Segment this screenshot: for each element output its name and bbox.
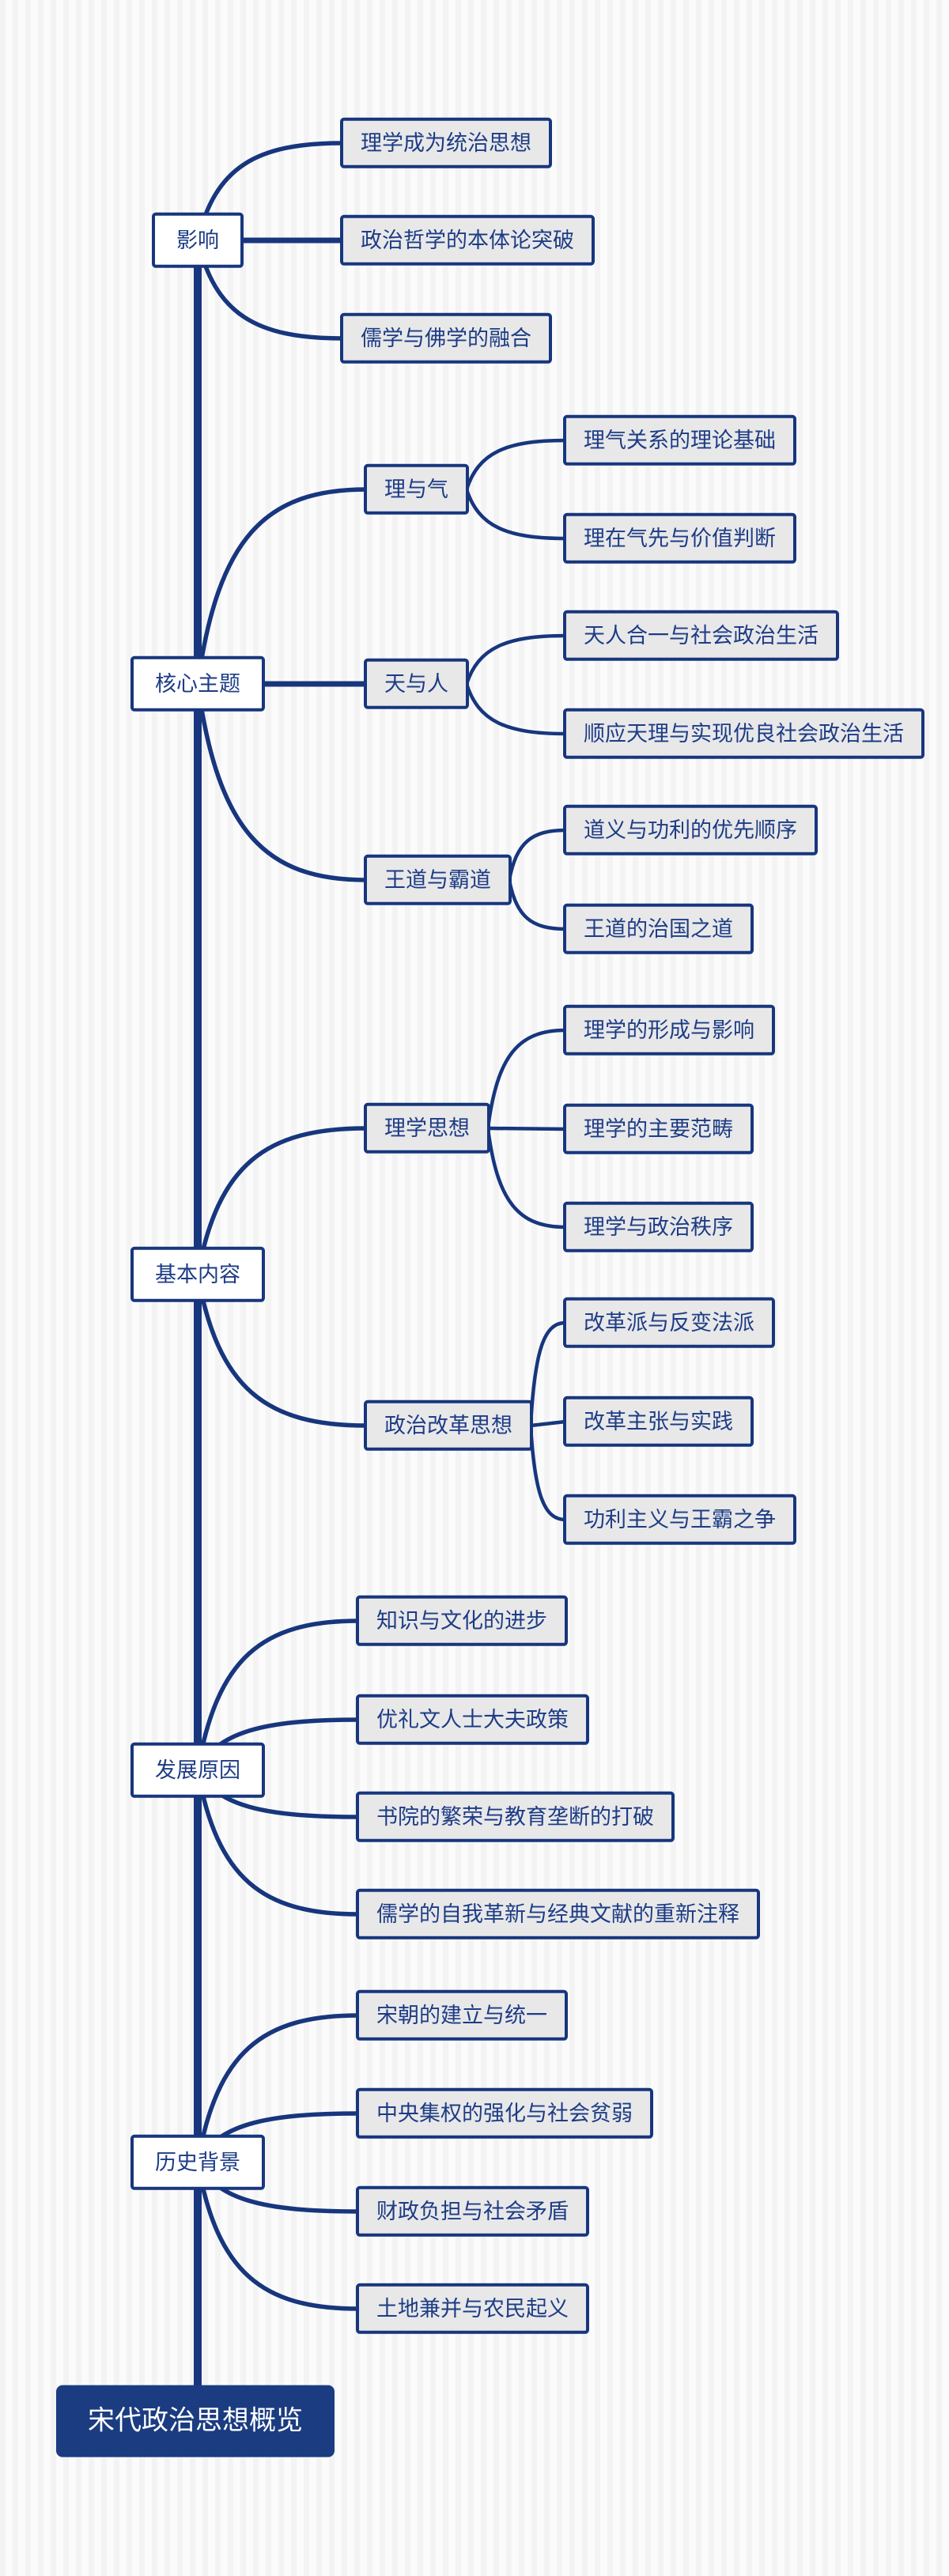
connector-hexin-wangdao bbox=[195, 682, 369, 882]
mindmap-node-lq2[interactable]: 理在气先与价值判断 bbox=[563, 512, 796, 565]
mindmap-node-wangdao[interactable]: 王道与霸道 bbox=[364, 854, 512, 906]
mindmap-node-fz4[interactable]: 儒学的自我革新与经典文献的重新注释 bbox=[356, 1888, 760, 1940]
connector-lishi-ls4 bbox=[195, 2160, 361, 2311]
connector-fazhan-fz1 bbox=[195, 1618, 361, 1773]
connector-gaige-gg3 bbox=[528, 1423, 568, 1522]
mindmap-node-liqi[interactable]: 理与气 bbox=[364, 463, 469, 516]
mindmap-node-root[interactable]: 宋代政治思想概览 bbox=[56, 2385, 335, 2457]
mindmap-node-yx1[interactable]: 理学成为统治思想 bbox=[340, 117, 552, 169]
mindmap-node-lq1[interactable]: 理气关系的理论基础 bbox=[563, 414, 796, 466]
mindmap-node-ls4[interactable]: 土地兼并与农民起义 bbox=[356, 2283, 589, 2335]
mindmap-node-gg3[interactable]: 功利主义与王霸之争 bbox=[563, 1494, 796, 1546]
connector-lixue-lx3 bbox=[486, 1126, 568, 1229]
mindmap-node-fz3[interactable]: 书院的繁荣与教育垄断的打破 bbox=[356, 1791, 675, 1843]
mindmap-node-tr1[interactable]: 天人合一与社会政治生活 bbox=[563, 610, 839, 662]
connector-lixue-lx1 bbox=[486, 1028, 568, 1131]
connector-tianren-tr2 bbox=[464, 682, 568, 736]
mindmap-node-gg1[interactable]: 改革派与反变法派 bbox=[563, 1297, 775, 1349]
mindmap-node-lixue[interactable]: 理学思想 bbox=[364, 1102, 490, 1154]
mindmap-node-lishi[interactable]: 历史背景 bbox=[130, 2134, 265, 2191]
connector-lixue-lx2 bbox=[486, 1126, 568, 1131]
mindmap-node-wd2[interactable]: 王道的治国之道 bbox=[563, 903, 754, 955]
mindmap-node-lx3[interactable]: 理学与政治秩序 bbox=[563, 1201, 754, 1253]
mindmap-node-gaige[interactable]: 政治改革思想 bbox=[364, 1399, 533, 1452]
connector-gaige-gg1 bbox=[528, 1320, 568, 1428]
mindmap-node-tianren[interactable]: 天与人 bbox=[364, 658, 469, 710]
connector-lishi-ls1 bbox=[195, 2013, 361, 2165]
mindmap-node-gg2[interactable]: 改革主张与实践 bbox=[563, 1396, 754, 1448]
connector-liqi-lq1 bbox=[464, 438, 568, 492]
connector-tianren-tr1 bbox=[464, 633, 568, 686]
mindmap-node-fz1[interactable]: 知识与文化的进步 bbox=[356, 1595, 568, 1647]
mindmap-node-lx2[interactable]: 理学的主要范畴 bbox=[563, 1103, 754, 1155]
connector-fazhan-fz4 bbox=[195, 1768, 361, 1917]
connector-jiben-lixue bbox=[195, 1126, 369, 1277]
connector-jiben-gaige bbox=[195, 1272, 369, 1428]
mindmap-node-lx1[interactable]: 理学的形成与影响 bbox=[563, 1004, 775, 1056]
connector-liqi-lq2 bbox=[464, 487, 568, 541]
connector-wangdao-wd2 bbox=[507, 878, 568, 931]
mindmap-node-hexin[interactable]: 核心主题 bbox=[130, 655, 265, 712]
mindmap-node-yx2[interactable]: 政治哲学的本体论突破 bbox=[340, 214, 595, 266]
mindmap-node-fazhan[interactable]: 发展原因 bbox=[130, 1742, 265, 1799]
mindmap-node-ls2[interactable]: 中央集权的强化与社会贫弱 bbox=[356, 2087, 653, 2140]
mindmap-node-wd1[interactable]: 道义与功利的优先顺序 bbox=[563, 804, 818, 856]
mindmap-node-tr2[interactable]: 顺应天理与实现优良社会政治生活 bbox=[563, 708, 924, 760]
mindmap-node-fz2[interactable]: 优礼文人士大夫政策 bbox=[356, 1694, 589, 1746]
mindmap-node-yingxiang[interactable]: 影响 bbox=[152, 212, 244, 269]
connector-hexin-liqi bbox=[195, 487, 369, 686]
mindmap-node-jiben[interactable]: 基本内容 bbox=[130, 1246, 265, 1303]
mindmap-node-ls1[interactable]: 宋朝的建立与统一 bbox=[356, 1989, 568, 2042]
connector-gaige-gg2 bbox=[528, 1419, 568, 1428]
connector-wangdao-wd1 bbox=[507, 828, 568, 882]
mindmap-node-yx3[interactable]: 儒学与佛学的融合 bbox=[340, 312, 552, 364]
mindmap-node-ls3[interactable]: 财政负担与社会矛盾 bbox=[356, 2185, 589, 2238]
